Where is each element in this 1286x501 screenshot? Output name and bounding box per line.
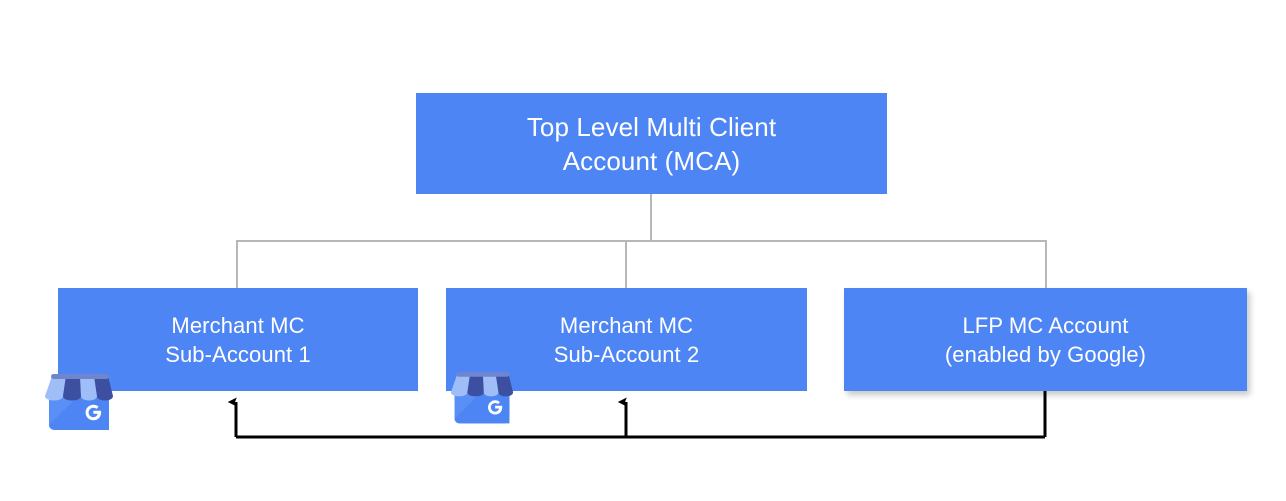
connector-drop-sub-account-2 [625, 240, 627, 288]
connector-drop-lfp-account [1045, 240, 1047, 288]
connector-mca-trunk [650, 194, 652, 242]
node-lfp-mc-account[interactable]: LFP MC Account (enabled by Google) [844, 288, 1247, 391]
node-top-level-mca-label: Top Level Multi Client Account (MCA) [526, 111, 777, 176]
node-merchant-sub-account-1[interactable]: Merchant MC Sub-Account 1 [58, 288, 418, 391]
connector-horizontal-bus [236, 240, 1047, 242]
node-merchant-sub-account-2-label: Merchant MC Sub-Account 2 [553, 312, 700, 367]
node-top-level-mca[interactable]: Top Level Multi Client Account (MCA) [416, 93, 887, 194]
google-business-profile-icon [45, 374, 113, 430]
google-business-profile-icon [450, 372, 514, 424]
connector-drop-sub-account-1 [236, 240, 238, 288]
node-merchant-sub-account-1-label: Merchant MC Sub-Account 1 [165, 312, 311, 367]
node-lfp-mc-account-label: LFP MC Account (enabled by Google) [944, 312, 1147, 367]
